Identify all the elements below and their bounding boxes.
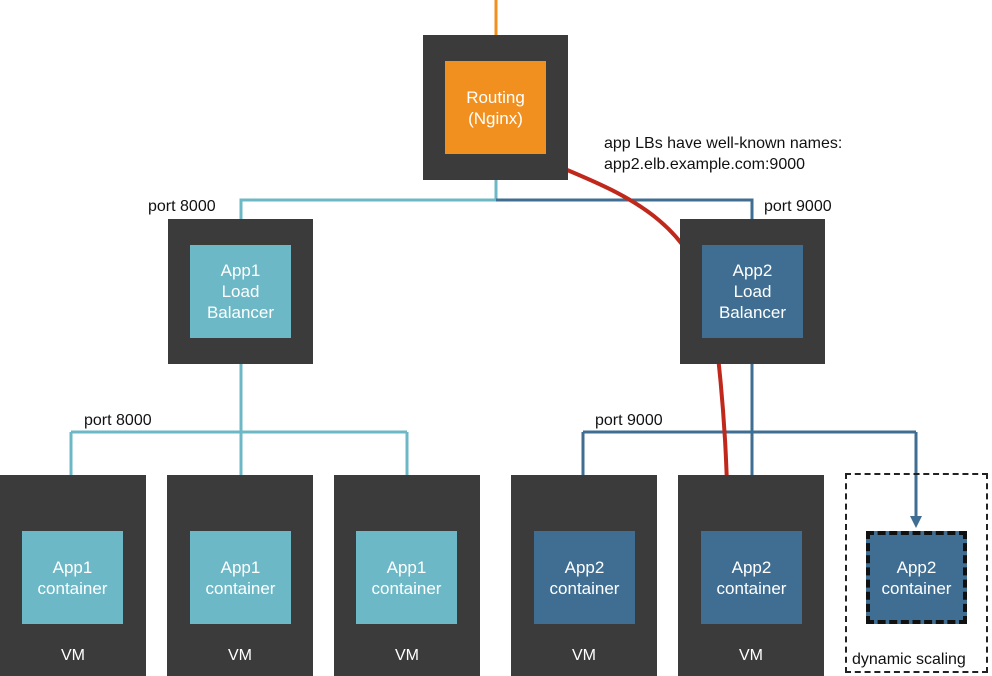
port-label-app2-containers: port 9000 xyxy=(595,412,663,429)
container-label: App1 container xyxy=(37,557,108,598)
vm-label: VM xyxy=(739,647,763,664)
app1-load-balancer[interactable]: App1 Load Balancer xyxy=(190,245,291,338)
vm-label: VM xyxy=(228,647,252,664)
container-label: App2 container xyxy=(881,557,952,598)
container-label: App1 container xyxy=(205,557,276,598)
vm-label: VM xyxy=(572,647,596,664)
app2-container-scaled[interactable]: App2 container xyxy=(866,531,967,624)
port-label-app2-lb: port 9000 xyxy=(764,198,832,215)
app1-container-2[interactable]: App1 container xyxy=(190,531,291,624)
app2-container-2[interactable]: App2 container xyxy=(701,531,802,624)
app2-load-balancer[interactable]: App2 Load Balancer xyxy=(702,245,803,338)
lb-names-note-line1: app LBs have well-known names: xyxy=(604,135,843,152)
dynamic-scaling-region xyxy=(845,473,988,673)
port-label-app1-containers: port 8000 xyxy=(84,412,152,429)
app2-lb-label: App2 Load Balancer xyxy=(718,261,787,322)
router-label: Routing (Nginx) xyxy=(466,87,525,128)
container-label: App1 container xyxy=(371,557,442,598)
vm-label: VM xyxy=(395,647,419,664)
lb-names-note-line2: app2.elb.example.com:9000 xyxy=(604,156,806,173)
container-label: App2 container xyxy=(716,557,787,598)
app1-container-3[interactable]: App1 container xyxy=(356,531,457,624)
container-label: App2 container xyxy=(549,557,620,598)
app1-container-1[interactable]: App1 container xyxy=(22,531,123,624)
app1-lb-label: App1 Load Balancer xyxy=(206,261,275,322)
router-box[interactable]: Routing (Nginx) xyxy=(445,61,546,154)
dynamic-scaling-label: dynamic scaling xyxy=(848,651,970,669)
port-label-app1-lb: port 8000 xyxy=(148,198,216,215)
app2-container-1[interactable]: App2 container xyxy=(534,531,635,624)
vm-label: VM xyxy=(61,647,85,664)
